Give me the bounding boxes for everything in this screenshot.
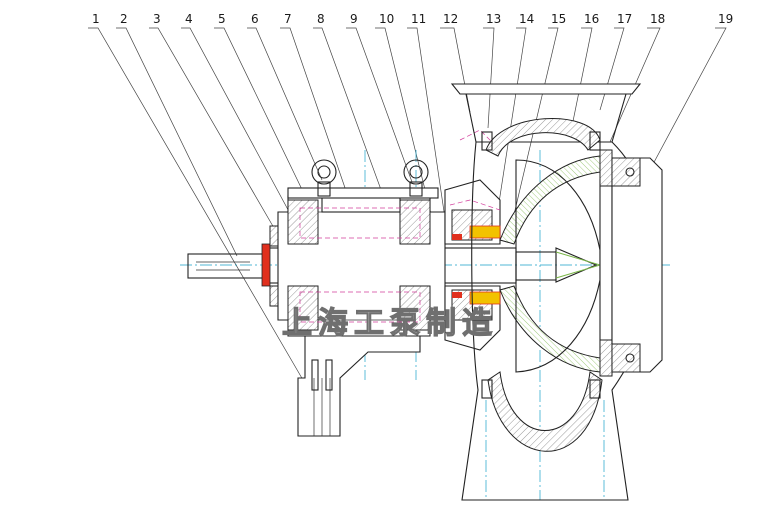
- lifting-eye-bolt-right: [403, 159, 429, 197]
- leader-lines: [88, 27, 727, 381]
- company-watermark: 上海工泵制造: [282, 306, 498, 341]
- bearing-bracket: [277, 195, 446, 337]
- part-number: 17: [617, 12, 632, 26]
- part-number: 2: [120, 12, 128, 26]
- part-number: 16: [584, 12, 599, 26]
- part-number: 12: [443, 12, 458, 26]
- pump-casing: [450, 83, 663, 501]
- part-number: 5: [218, 12, 226, 26]
- part-number: 15: [551, 12, 566, 26]
- part-number: 7: [284, 12, 292, 26]
- part-number: 13: [486, 12, 501, 26]
- part-number-labels: 1 2 3 4 5 6 7 8 9 10 11 12 13 14 15 16 1…: [92, 12, 733, 26]
- bearing-bracket-support: [297, 335, 421, 437]
- lifting-eye-bolt-left: [311, 159, 337, 197]
- part-number: 9: [350, 12, 358, 26]
- part-number: 6: [251, 12, 259, 26]
- part-number: 18: [650, 12, 665, 26]
- part-number: 14: [519, 12, 534, 26]
- part-number: 19: [718, 12, 733, 26]
- bracket-top-cover: [287, 187, 439, 199]
- part-number: 4: [185, 12, 193, 26]
- part-number: 8: [317, 12, 325, 26]
- part-number: 11: [411, 12, 426, 26]
- part-number: 10: [379, 12, 394, 26]
- part-number: 3: [153, 12, 161, 26]
- part-number: 1: [92, 12, 100, 26]
